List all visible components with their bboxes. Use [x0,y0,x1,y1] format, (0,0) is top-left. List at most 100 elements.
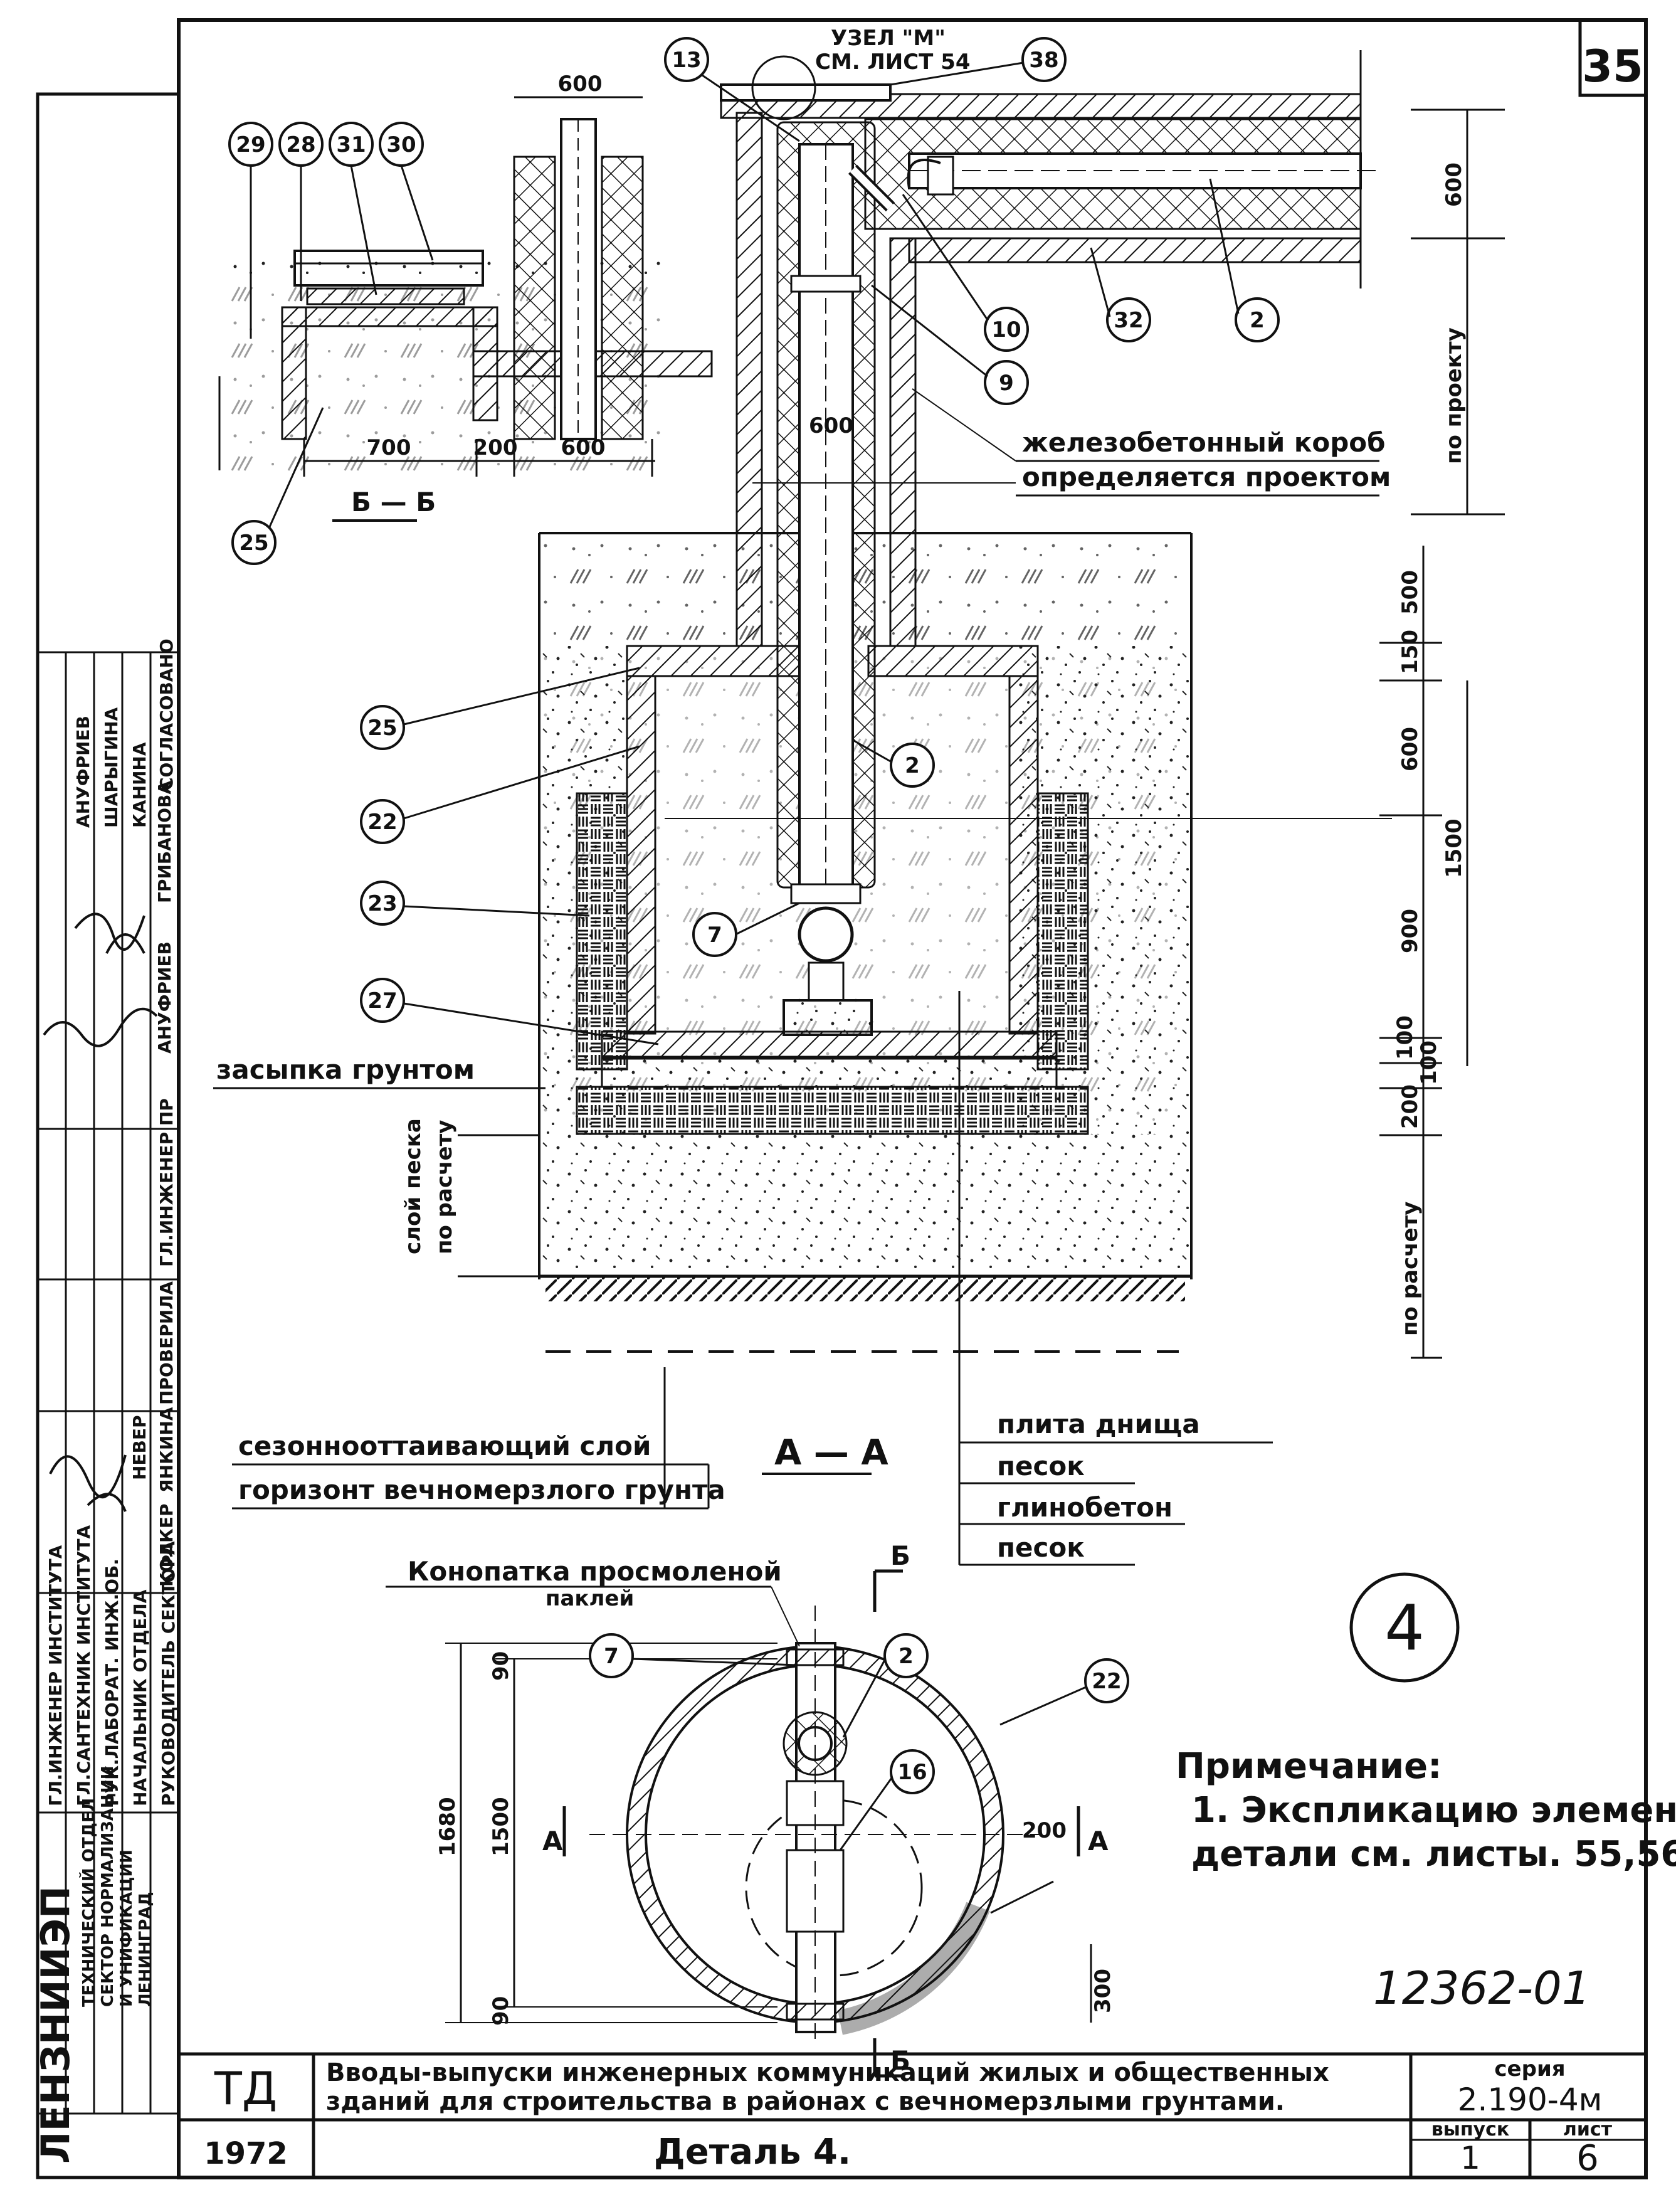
callout-38 [1021,37,1067,82]
svg-text:по проекту: по проекту [1441,327,1467,464]
node-ref-line2: СМ. ЛИСТ 54 [815,50,971,75]
svg-text:1500: 1500 [1441,818,1467,878]
dim-plan-300: 300 [1090,1969,1115,2013]
dim-bb-700: 700 [367,435,411,460]
callout-22 [360,799,405,844]
section-mark-b-bottom: Б [890,2045,910,2076]
section-aa-view [538,112,1392,1436]
tb-title-line-2: зданий для строительства в районах с веч… [326,2087,1285,2116]
approval-sidebar [38,651,179,2115]
detail-number: 4 [1384,1591,1425,1664]
svg-text:ЯНКИНА: ЯНКИНА [156,1407,177,1493]
svg-text:100: 100 [1393,1015,1418,1060]
callout-9 [984,360,1029,405]
tb-sheet-label: лист [1563,2119,1613,2141]
title-block [177,2052,1648,2179]
svg-text:АНУФРИЕВ: АНУФРИЕВ [73,716,93,828]
callout-2-top [1235,297,1280,342]
svg-text:СЕКТОР НОРМАЛИЗАЦИИ: СЕКТОР НОРМАЛИЗАЦИИ [98,1765,117,2007]
note-title: Примечание: [1176,1746,1441,1787]
dim-plan-90a: 90 [488,1651,514,1681]
dim-plan-1680: 1680 [435,1797,460,1856]
callout-numbers: 13 38 29 28 31 30 25 10 9 32 2 2 25 22 2… [236,48,1265,1785]
svg-text:600: 600 [1398,727,1423,771]
svg-text:И УНИФИКАЦИИ: И УНИФИКАЦИИ [117,1850,136,2007]
svg-text:2: 2 [899,1644,914,1669]
dim-pipe-600: 600 [809,413,853,438]
svg-text:КАНИНА: КАНИНА [129,742,150,828]
svg-text:16: 16 [897,1760,927,1785]
callouts [228,37,1280,1794]
svg-text:25: 25 [239,531,268,556]
label-sand-1: песок [997,1451,1085,1481]
dim-plan-90b: 90 [488,1996,514,2026]
section-mark-a-left: А [542,1826,563,1856]
dim-top-600: 600 [558,71,603,97]
callout-10 [984,307,1029,352]
right-dimension-chain [1379,108,1505,1359]
svg-text:28: 28 [286,132,315,157]
label-rc-box-2: определяется проектом [1022,462,1391,492]
label-rc-box-1: железобетонный короб [1022,427,1385,458]
page-number: 35 [1582,41,1643,92]
svg-text:27: 27 [367,988,397,1013]
callout-2-mid [890,743,935,788]
callout-25-top [231,520,277,565]
svg-text:7: 7 [604,1644,619,1669]
label-seasonal-layer: сезоннооттаивающий слой [238,1431,651,1461]
svg-text:ГЛ.ИНЖЕНЕР ИНСТИТУТА: ГЛ.ИНЖЕНЕР ИНСТИТУТА [45,1545,66,1806]
svg-text:200: 200 [1398,1084,1423,1129]
label-permafrost: горизонт вечномерзлого грунта [238,1474,725,1505]
svg-text:29: 29 [236,132,265,157]
svg-text:2: 2 [1250,308,1265,333]
layer-legend [958,1436,1273,1566]
tb-issue-value: 1 [1460,2140,1480,2176]
callout-32 [1106,297,1151,342]
svg-text:22: 22 [367,810,397,835]
label-backfill: засыпка грунтом [216,1054,475,1085]
archive-number: 12362-01 [1373,1962,1591,2014]
dim-bb-200: 200 [473,435,518,460]
detail-number-circle [1349,1572,1460,1683]
label-caulk-1: Конопатка просмоленой [408,1556,782,1587]
svg-text:ЛЕНЗНИИЭП: ЛЕНЗНИИЭП [33,1886,78,2164]
label-sand-layer-1: слой песка [401,1118,426,1254]
svg-text:13: 13 [672,48,701,73]
callout-27 [360,978,405,1023]
svg-text:АНУФРИЕВ: АНУФРИЕВ [154,941,175,1054]
tb-code: ТД [214,2062,277,2115]
svg-text:ШАРЫГИНА: ШАРЫГИНА [101,707,122,828]
tb-issue-label: выпуск [1431,2119,1510,2141]
section-mark-b-top: Б [890,1540,910,1571]
callout-22-plan [1084,1658,1129,1703]
svg-text:100: 100 [1416,1040,1441,1085]
tb-year: 1972 [204,2136,288,2171]
svg-text:РУК.ЛАБОРАТ. ИНЖ.ОБ.: РУК.ЛАБОРАТ. ИНЖ.ОБ. [102,1558,122,1806]
callout-23 [360,881,405,926]
label-base-slab: плита днища [997,1409,1200,1439]
svg-text:30: 30 [386,132,416,157]
svg-text:РУКОВОДИТЕЛЬ СЕКТОРА: РУКОВОДИТЕЛЬ СЕКТОРА [158,1541,179,1806]
svg-text:38: 38 [1029,48,1058,73]
svg-text:НАЧАЛЬНИК ОТДЕЛА: НАЧАЛЬНИК ОТДЕЛА [130,1589,150,1806]
tb-title-line-1: Вводы-выпуски инженерных коммуникаций жи… [326,2058,1329,2087]
tb-sheet-value: 6 [1576,2138,1599,2179]
sidebar-text: СОГЛАСОВАНО АНУФРИЕВ ШАРЫГИНА КАНИНА ГРИ… [33,638,179,2164]
svg-text:9: 9 [999,371,1014,396]
callout-13 [664,37,709,82]
right-dimension-labels: 600 по проекту 500 150 600 1500 900 100 … [1393,162,1467,1336]
label-clay-concrete: глинобетон [997,1492,1173,1523]
dim-plan-1500: 1500 [488,1797,514,1856]
svg-text:ГЛ.ИНЖЕНЕР ПР: ГЛ.ИНЖЕНЕР ПР [156,1098,177,1267]
label-sand-layer-2: по расчету [432,1120,457,1254]
label-sand-2: песок [997,1532,1085,1563]
svg-text:по расчету: по расчету [1398,1202,1423,1336]
tb-subtitle: Деталь 4. [654,2132,851,2172]
svg-text:СОГЛАСОВАНО: СОГЛАСОВАНО [156,638,177,790]
tb-series-value: 2.190-4м [1458,2082,1603,2118]
callout-16 [890,1749,935,1794]
section-mark-a-right: А [1088,1826,1109,1856]
svg-text:2: 2 [905,753,920,778]
section-aa-title: А — А [774,1432,888,1473]
